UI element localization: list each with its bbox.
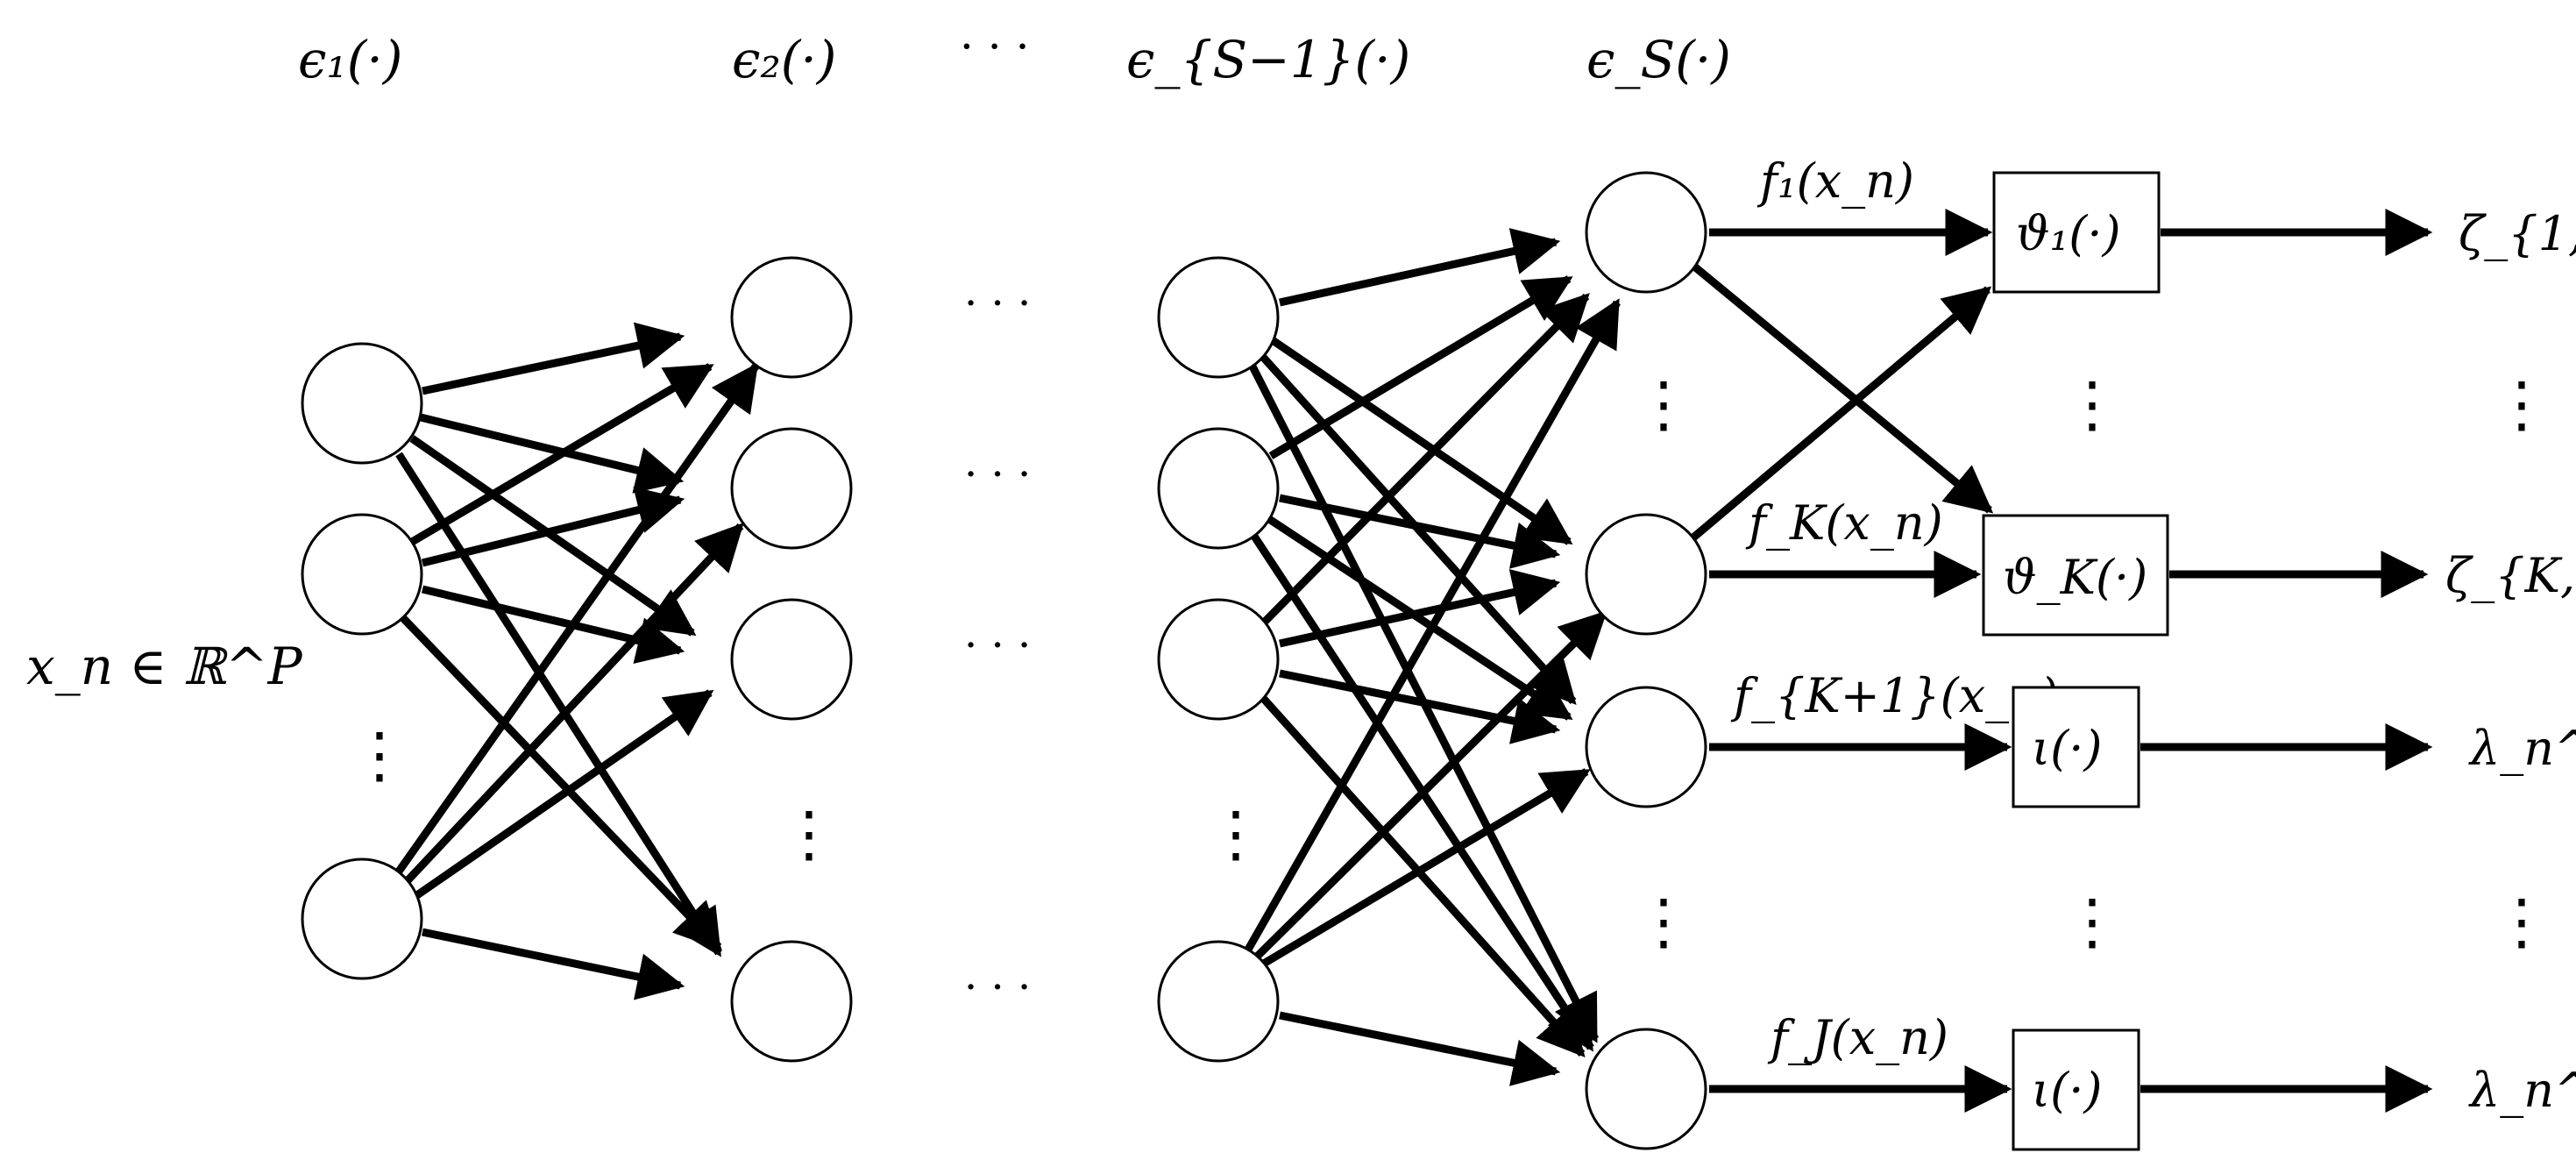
vertical-dots: ⋮ — [349, 719, 410, 791]
edge — [1279, 494, 1561, 569]
edge — [1259, 293, 1590, 628]
edge — [1259, 694, 1586, 1058]
input-label: x_n ∈ ℝ^P — [26, 637, 303, 696]
node — [1585, 513, 1707, 636]
result-lambda1: λ_n^1 — [2468, 721, 2576, 776]
result-zeta1: ζ_{1,n} — [2459, 206, 2576, 261]
edge — [1260, 330, 1573, 545]
edge — [1250, 610, 1607, 964]
edge — [1279, 669, 1561, 744]
vertical-dots: ⋮ — [2062, 886, 2123, 957]
results: ζ_{1,n} ⋮ ζ_{K,n} λ_n^1 ⋮ λ_n^R — [2445, 206, 2576, 1118]
edge — [1279, 1011, 1561, 1086]
edge — [409, 435, 697, 637]
result-lambdaR: λ_n^R — [2468, 1063, 2576, 1118]
layer-s-minus-1: ⋮ — [1157, 256, 1280, 1063]
label-fK: f_K(x_n) — [1745, 495, 1943, 551]
node — [730, 598, 853, 721]
edge — [1691, 262, 1994, 514]
edge — [1279, 228, 1561, 307]
node — [730, 940, 853, 1063]
node — [1585, 1028, 1707, 1150]
node — [301, 342, 423, 465]
edge — [387, 362, 759, 886]
label-fK1: f_{K+1}(x_n) — [1730, 668, 2058, 723]
edge — [421, 487, 685, 567]
layer-s: ⋮ ⋮ — [1585, 171, 1707, 1150]
edges — [387, 209, 2433, 1113]
box-iota1 — [2012, 686, 2140, 808]
middle-ellipses: · · · · · · · · · · · · — [964, 279, 1031, 1012]
vertical-dots: ⋮ — [778, 798, 840, 870]
horizontal-dots: · · · — [964, 279, 1031, 328]
vertical-dots: ⋮ — [1633, 886, 1694, 957]
node — [730, 256, 853, 379]
layer-label-e2: ϵ₂(·) — [732, 30, 836, 89]
boxes: ϑ₁(·) ⋮ ϑ_K(·) ι(·) ⋮ ι(·) — [1982, 171, 2169, 1151]
horizontal-dots: · · · — [964, 621, 1031, 670]
node — [1157, 256, 1280, 379]
edge — [1279, 569, 1561, 648]
vertical-dots: ⋮ — [2491, 368, 2552, 440]
node — [1157, 427, 1280, 550]
edge — [419, 413, 685, 494]
edge — [409, 363, 714, 545]
edge — [409, 689, 714, 902]
node — [1585, 686, 1707, 808]
edge — [1691, 286, 1992, 541]
layer-label-e1: ϵ₁(·) — [298, 30, 402, 89]
layer-labels: ϵ₁(·) ϵ₂(·) · · · ϵ_{S−1}(·) ϵ_S(·) — [298, 21, 1731, 89]
node — [301, 513, 423, 636]
box-iota2 — [2012, 1028, 2140, 1151]
edge — [400, 615, 722, 950]
box-thetaK — [1982, 514, 2169, 637]
edge — [1268, 275, 1573, 459]
vertical-dots: ⋮ — [2491, 886, 2552, 957]
box-thetaK-label: ϑ_K(·) — [2003, 550, 2147, 605]
layer-label-eS: ϵ_S(·) — [1586, 30, 1731, 89]
box-theta1 — [1992, 171, 2161, 294]
horizontal-dots: · · · — [964, 450, 1031, 499]
edge — [1241, 298, 1621, 958]
node — [1157, 940, 1280, 1063]
edge — [422, 322, 685, 395]
node — [1157, 598, 1280, 721]
edge — [395, 523, 744, 893]
label-fJ: f_J(x_n) — [1767, 1010, 1948, 1065]
horizontal-dots: · · · — [964, 963, 1031, 1012]
layer-1: ⋮ — [301, 342, 423, 980]
edge — [395, 452, 722, 957]
node — [301, 858, 423, 980]
layer-2: ⋮ — [730, 256, 853, 1063]
result-zetaK: ζ_{K,n} — [2445, 548, 2576, 603]
edge — [422, 928, 685, 1000]
node — [730, 427, 853, 550]
layer-label-ellipsis: · · · — [960, 21, 1029, 72]
vertical-dots: ⋮ — [2062, 368, 2123, 440]
layer-label-eS1: ϵ_{S−1}(·) — [1126, 30, 1410, 89]
output-labels: f₁(x_n) f_K(x_n) f_{K+1}(x_n) f_J(x_n) — [1730, 153, 2058, 1065]
edge — [1260, 768, 1591, 968]
label-f1: f₁(x_n) — [1756, 153, 1914, 209]
vertical-dots: ⋮ — [1205, 798, 1267, 870]
box-theta1-label: ϑ₁(·) — [2016, 206, 2121, 261]
box-iota2-label: ι(·) — [2032, 1063, 2102, 1118]
vertical-dots: ⋮ — [1633, 368, 1694, 440]
node — [1585, 171, 1707, 294]
box-iota1-label: ι(·) — [2032, 721, 2102, 776]
